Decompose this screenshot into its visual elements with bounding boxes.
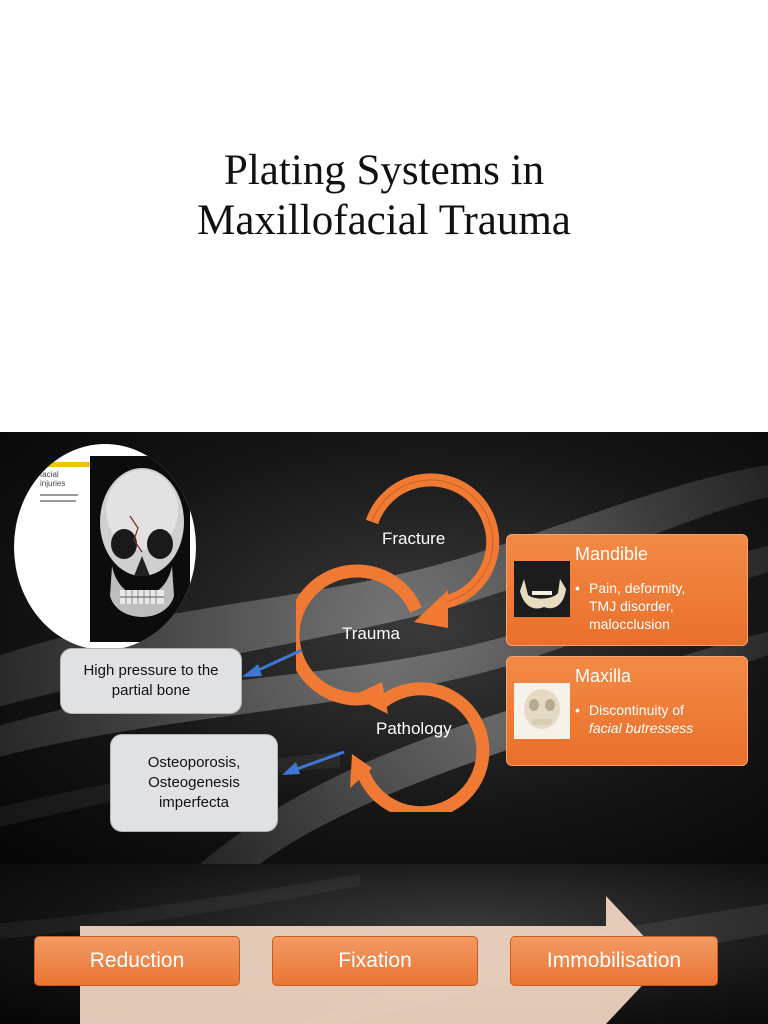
- bubble-text-line: Osteogenesis: [148, 774, 240, 791]
- step-fixation: Fixation: [272, 936, 478, 986]
- cycle-label-trauma: Trauma: [342, 624, 400, 643]
- step-immobilisation: Immobilisation: [510, 936, 718, 986]
- document-accent-bar: [38, 462, 98, 467]
- cycle-arrowhead-trauma: [352, 682, 388, 714]
- bubble-text-line: Osteoporosis,: [147, 754, 241, 771]
- title-line-1: Plating Systems in: [223, 147, 545, 194]
- maxilla-skull-image: [514, 683, 570, 739]
- process-slide: Reduction Fixation Immobilisation: [0, 864, 768, 1024]
- trauma-cycle-diagram: [296, 473, 500, 812]
- cycle-label-fracture: Fracture: [382, 529, 446, 548]
- bubble-osteoporosis: Osteoporosis, Osteogenesis imperfecta: [110, 734, 278, 832]
- cycle-label-pathology: Pathology: [376, 719, 452, 738]
- pointer-arrow-pathology: [282, 750, 345, 775]
- skull-ct-image: [90, 456, 190, 642]
- cycle-arc-trauma: [296, 564, 422, 706]
- cycle-arrowhead-fracture: [414, 590, 448, 628]
- bullet-dot-icon: •: [575, 580, 580, 596]
- maxilla-title: Maxilla: [575, 666, 632, 686]
- mandible-title: Mandible: [575, 544, 649, 564]
- maxilla-bullet: • Discontinuity of facial butressess: [575, 702, 694, 736]
- mandible-box: Mandible • Pain, deformity, TMJ disorder…: [506, 534, 748, 646]
- document-text-line: [40, 500, 76, 502]
- step-reduction: Reduction: [34, 936, 240, 986]
- bubble-text-line: imperfecta: [158, 794, 229, 811]
- mandible-bone-image: [514, 561, 570, 617]
- skull-photo-frame: facial injuries: [14, 444, 196, 650]
- pointer-arrow-trauma: [242, 648, 303, 677]
- bubble-text-line: High pressure to the: [83, 662, 219, 679]
- mandible-bullet: • Pain, deformity, TMJ disorder, maloccl…: [575, 580, 686, 632]
- title-line-2: Maxillofacial Trauma: [197, 197, 571, 244]
- photo-caption: facial injuries: [40, 470, 66, 488]
- bullet-dot-icon: •: [575, 702, 580, 718]
- cycle-arrowhead-pathology: [350, 754, 372, 788]
- cycle-arc-pathology: [355, 682, 490, 812]
- slide-title-heading: Plating Systems in Maxillofacial Trauma: [0, 146, 768, 246]
- bubble-high-pressure: High pressure to the partial bone: [60, 648, 242, 714]
- maxilla-box: Maxilla • Discontinuity of facial butres…: [506, 656, 748, 766]
- document-text-line: [40, 494, 78, 496]
- title-slide: Plating Systems in Maxillofacial Trauma: [0, 0, 768, 432]
- bubble-text-line: partial bone: [111, 682, 191, 699]
- cycle-slide: facial injuries: [0, 432, 768, 864]
